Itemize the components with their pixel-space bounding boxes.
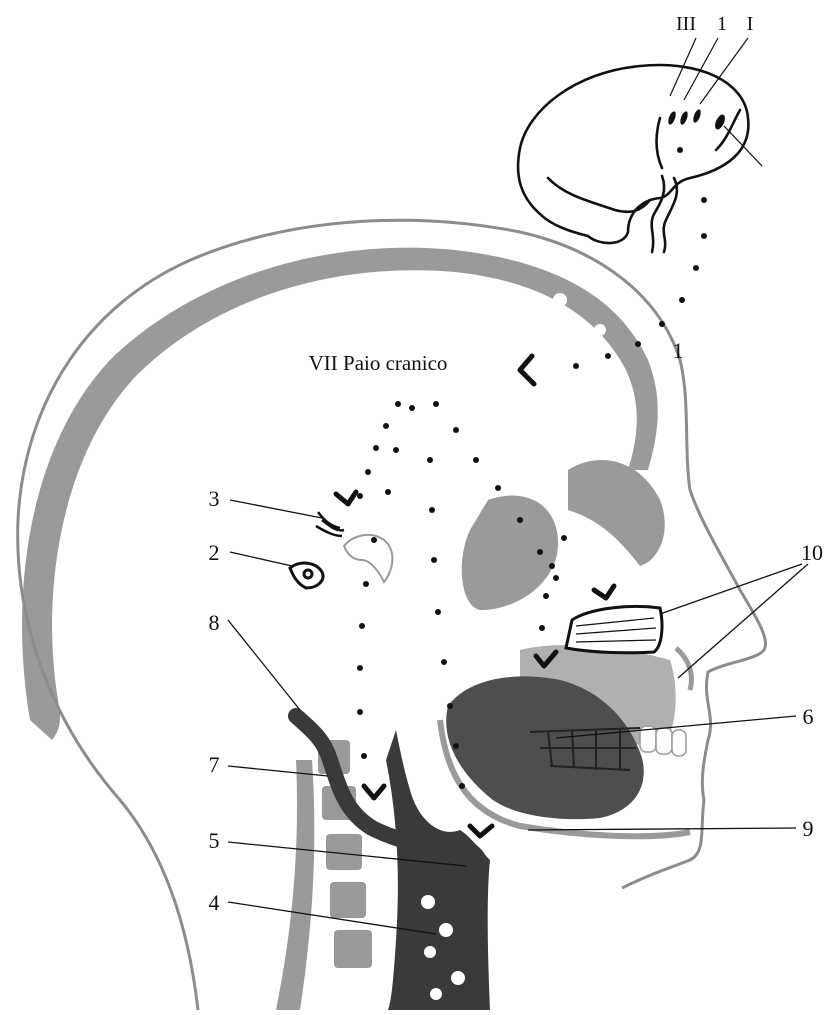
label-6: 6 [803,704,814,729]
structure-2 [290,563,323,588]
brain-label-leaders [670,38,762,166]
arrow-down-icon [364,786,384,798]
label-7: 7 [209,752,220,777]
arrow-down-icon [336,492,356,504]
label-4: 4 [209,890,220,915]
cervical-spine [276,740,372,1010]
label-8: 8 [209,610,220,635]
arrow-down-icon [594,586,614,598]
facial-bones [462,496,558,610]
temporal-lobe-line [548,178,650,212]
structure-10 [566,607,662,653]
brain-label-iii: III [676,13,696,35]
orbit-rim [568,460,665,566]
brainstem-line-2 [664,178,677,252]
label-2: 2 [209,540,220,565]
label-5: 5 [209,828,220,853]
label-1: 1 [673,338,684,363]
brain-sketch [518,65,748,252]
brain-outline [518,65,748,243]
brain-label-1: 1 [717,13,727,35]
inner-fold [657,118,663,168]
arrow-down-icon [470,826,492,836]
label-10: 10 [801,540,823,565]
arrow-left-icon [520,356,534,384]
front-teeth [640,726,686,756]
label-9: 9 [803,816,814,841]
brainstem-line-1 [652,176,664,252]
ossicle-outline [344,535,392,582]
label-3: 3 [209,486,220,511]
structure-3 [316,512,344,536]
brain-label-i: I [747,13,754,35]
title-label: VII Paio cranico [309,351,448,375]
